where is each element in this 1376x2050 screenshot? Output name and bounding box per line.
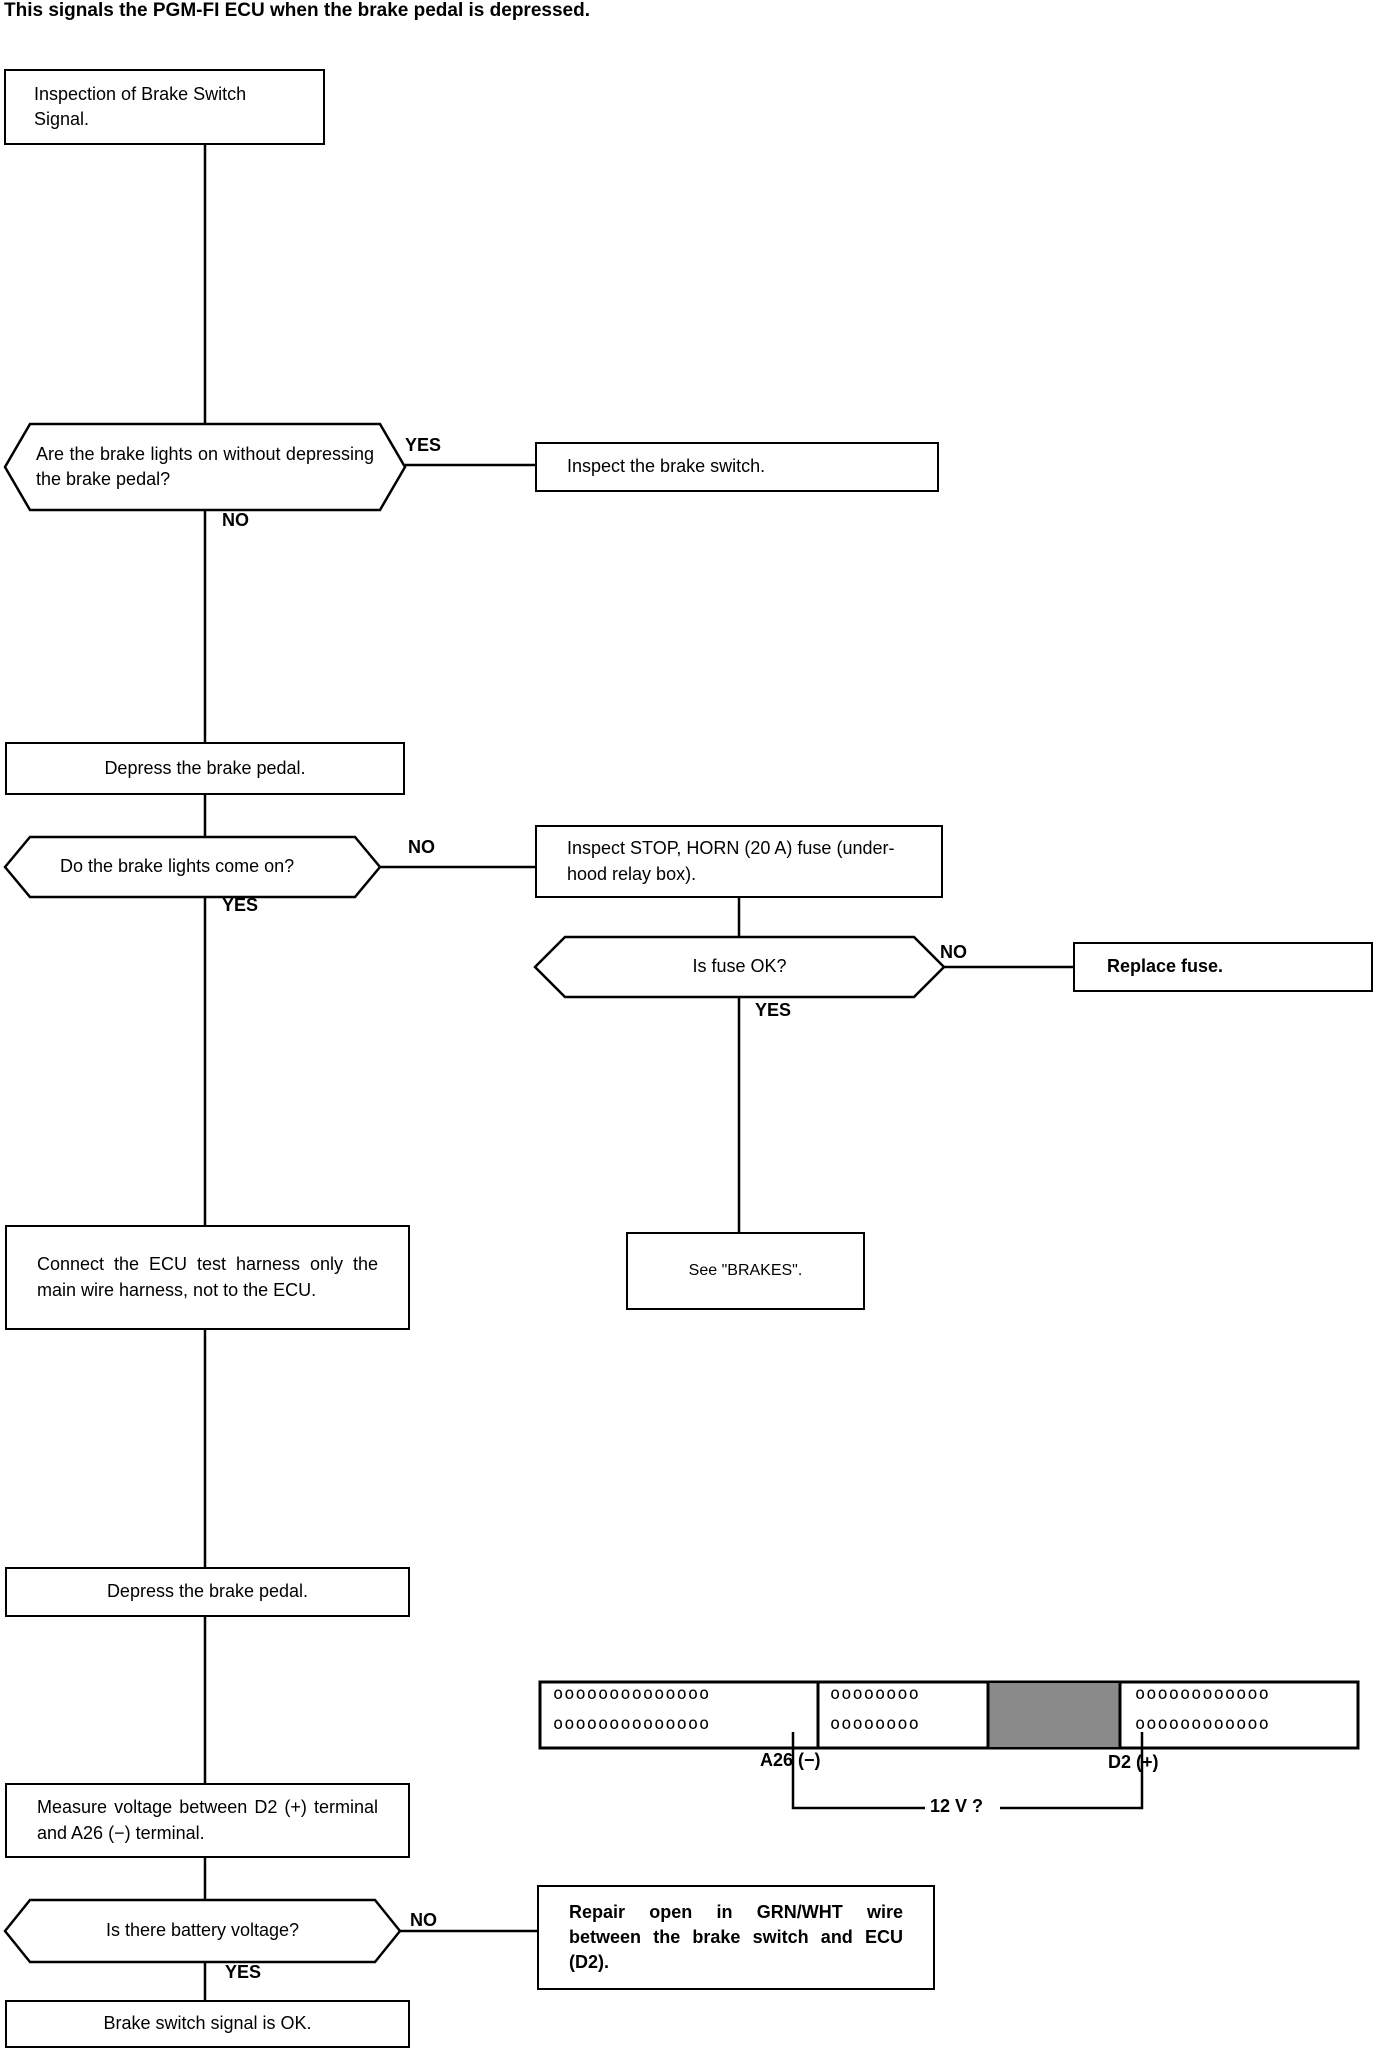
q1-text: Are the brake lights on without depressi…	[36, 443, 374, 489]
step-start-text: Inspection of Brake Switch Signal.	[34, 83, 247, 129]
pins-section4-top: oooooooooooo	[1135, 1684, 1270, 1704]
pins-section4-bottom: oooooooooooo	[1135, 1714, 1270, 1734]
step-inspect-fuse-text: Inspect STOP, HORN (20 A) fuse (under-ho…	[567, 838, 895, 884]
step-inspect-switch: Inspect the brake switch.	[535, 442, 939, 492]
label-no-q4: NO	[410, 1910, 437, 1930]
decision-fuse-ok	[533, 935, 946, 999]
label-yes-q2: YES	[222, 895, 259, 915]
label-no-q1: NO	[222, 510, 249, 530]
step-depress-pedal-1-text: Depress the brake pedal.	[104, 757, 306, 778]
q2-text: Do the brake lights come on?	[60, 856, 295, 877]
decision-lights-come-on	[3, 835, 382, 899]
step-repair-wire-text: Repair open in GRN/WHT wire between the …	[569, 1901, 903, 1973]
step-connect-harness-text: Connect the ECU test harness only the ma…	[37, 1254, 378, 1300]
step-inspect-fuse: Inspect STOP, HORN (20 A) fuse (under-ho…	[535, 825, 943, 898]
step-depress-pedal-2-text: Depress the brake pedal.	[106, 1581, 309, 1602]
step-measure-voltage: Measure voltage between D2 (+) terminal …	[5, 1783, 410, 1858]
pins-section2-top: oooooooo	[830, 1684, 920, 1704]
step-measure-voltage-text: Measure voltage between D2 (+) terminal …	[37, 1797, 378, 1843]
decision-lights-on	[3, 422, 407, 512]
step-replace-fuse: Replace fuse.	[1073, 942, 1373, 992]
step-see-brakes-text: See "BRAKES".	[688, 1261, 803, 1279]
page-header: This signals the PGM-FI ECU when the bra…	[4, 0, 590, 21]
step-repair-wire: Repair open in GRN/WHT wire between the …	[537, 1885, 935, 1990]
step-signal-ok-text: Brake switch signal is OK.	[103, 2013, 312, 2034]
step-connect-harness: Connect the ECU test harness only the ma…	[5, 1225, 410, 1330]
step-depress-pedal-2: Depress the brake pedal.	[5, 1567, 410, 1617]
step-depress-pedal-1: Depress the brake pedal.	[5, 742, 405, 795]
ecu-connector-diagram	[538, 1680, 1360, 1810]
pins-section1-top: oooooooooooooo	[553, 1684, 711, 1704]
terminal-a26-label: A26 (−)	[760, 1750, 821, 1770]
label-yes-q1: YES	[405, 435, 442, 455]
q4-text: Is there battery voltage?	[105, 1920, 300, 1941]
wire-a26	[791, 1732, 925, 1810]
label-yes-q4: YES	[225, 1962, 262, 1982]
label-yes-q3: YES	[755, 1000, 792, 1020]
label-no-q3: NO	[940, 942, 967, 962]
voltage-label: 12 V ?	[930, 1796, 984, 1816]
step-start: Inspection of Brake Switch Signal.	[4, 69, 325, 145]
step-signal-ok: Brake switch signal is OK.	[5, 2000, 410, 2048]
step-see-brakes: See "BRAKES".	[626, 1232, 865, 1310]
label-no-q2: NO	[408, 837, 435, 857]
wire-d2	[1000, 1732, 1144, 1810]
connector-shaded-section	[987, 1681, 1121, 1749]
terminal-d2-label: D2 (+)	[1108, 1752, 1159, 1772]
pins-section2-bottom: oooooooo	[830, 1714, 920, 1734]
q3-text: Is fuse OK?	[692, 956, 787, 977]
pins-section1-bottom: oooooooooooooo	[553, 1714, 711, 1734]
decision-battery-voltage	[3, 1898, 402, 1964]
step-replace-fuse-text: Replace fuse.	[1107, 956, 1224, 977]
step-inspect-switch-text: Inspect the brake switch.	[567, 456, 766, 477]
